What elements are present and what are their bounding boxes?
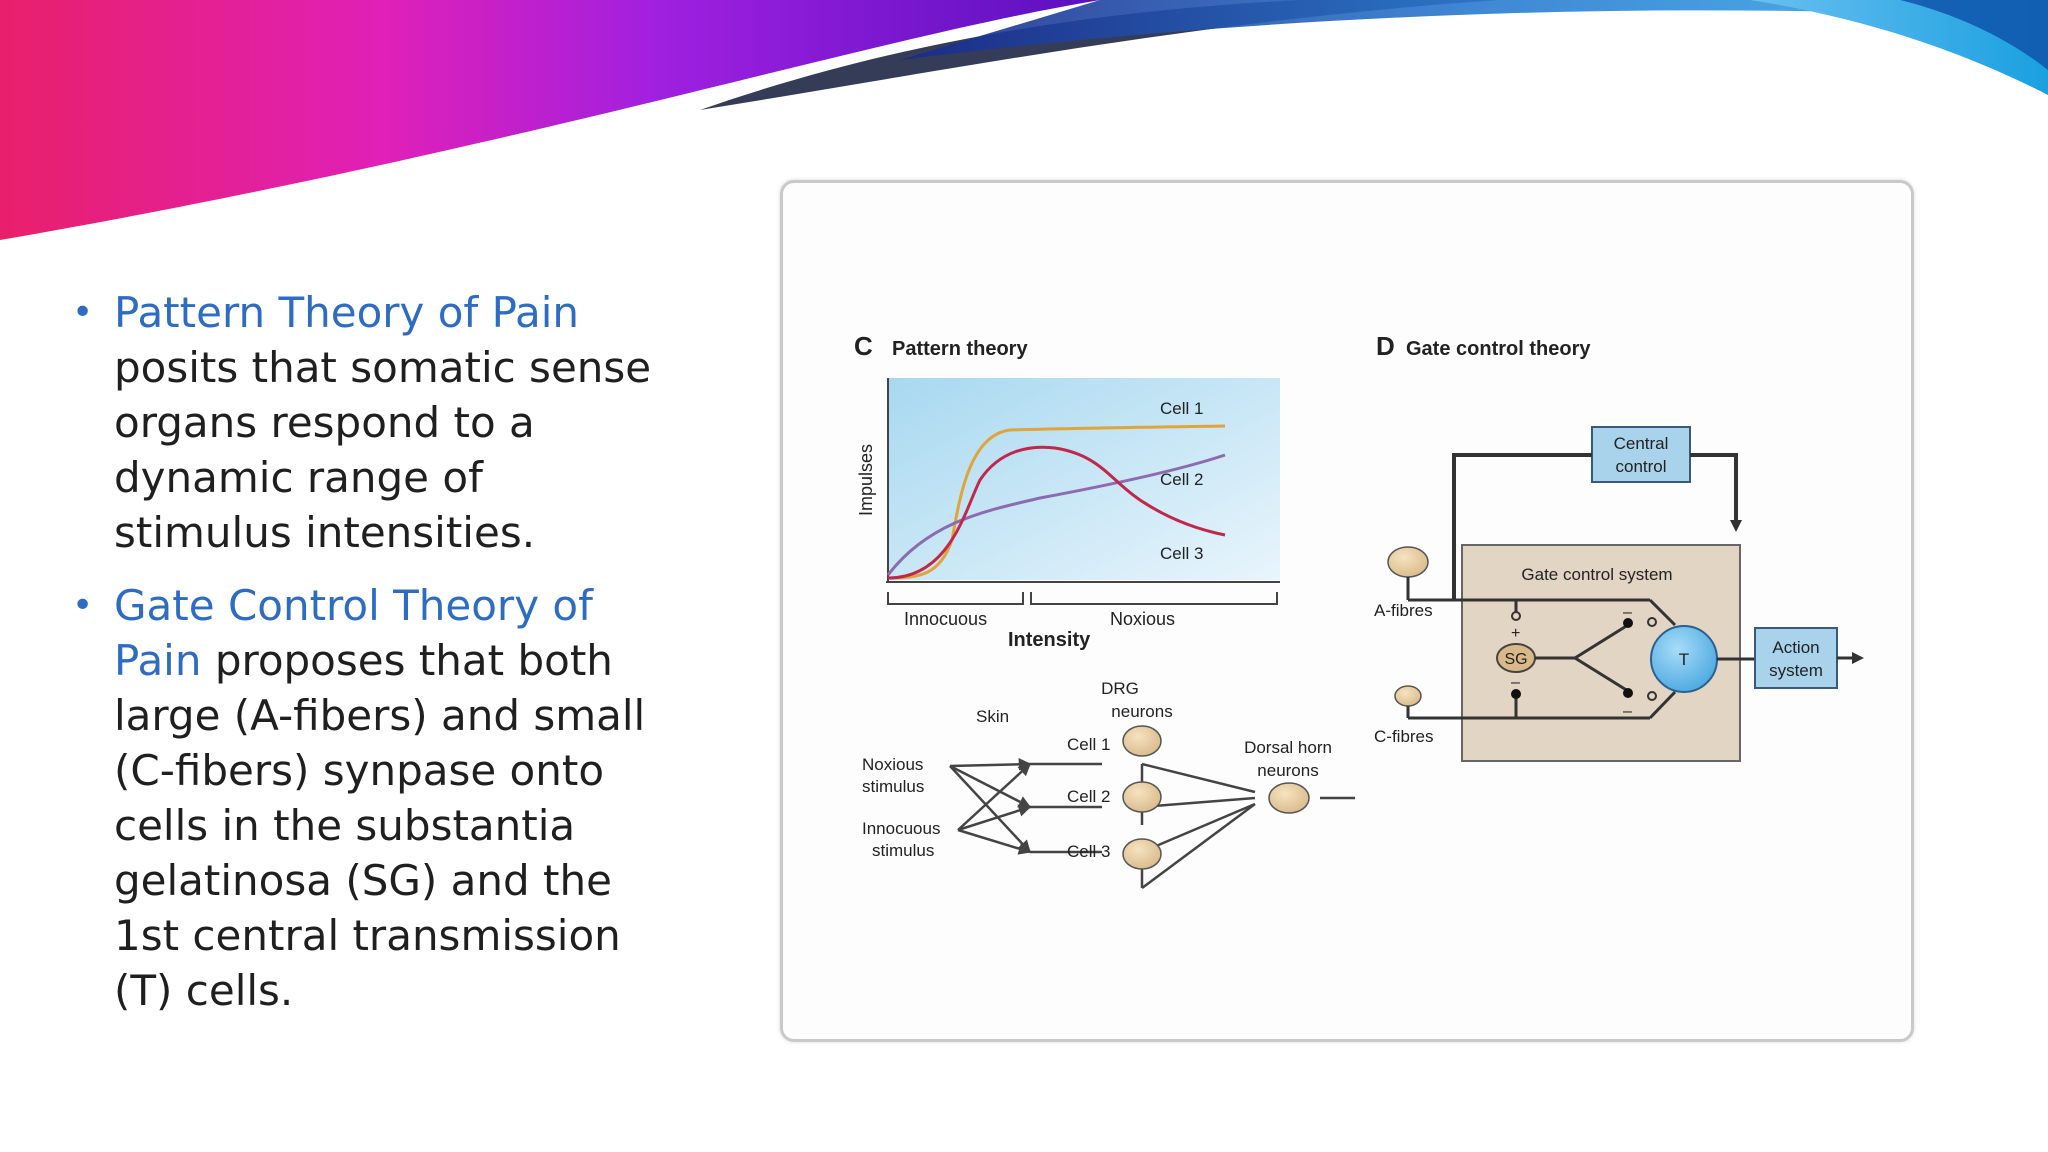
panel-c-title: Pattern theory (892, 338, 1028, 360)
bullet-list: • Pattern Theory of Pain posits that som… (72, 285, 672, 1036)
panel-c-pattern-theory: C Pattern theory Impulses Cell 1 Cell 2 … (854, 331, 1355, 890)
range-bracket-innocuous (887, 592, 1024, 605)
curve-label-cell-2: Cell 2 (1160, 470, 1203, 489)
c-fibre-neuron (1394, 685, 1422, 707)
pattern-theory-circuit: Skin DRG neurons Noxious stimulus Innocu… (862, 679, 1355, 890)
bullet-pattern-theory: • Pattern Theory of Pain posits that som… (72, 285, 672, 560)
drg-neuron-1 (1122, 725, 1162, 757)
x-axis-label: Intensity (1008, 629, 1091, 651)
noxious-stimulus-line2: stimulus (862, 777, 924, 796)
drg-neuron-2 (1122, 781, 1162, 813)
dorsal-horn-label-line2: neurons (1257, 761, 1318, 780)
central-control-line1: Central (1614, 434, 1669, 453)
dorsal-horn-label-line1: Dorsal horn (1244, 738, 1332, 757)
gate-top-minus: – (1623, 604, 1632, 621)
drg-cell-3-label: Cell 3 (1067, 842, 1110, 861)
action-system-line1: Action (1772, 638, 1819, 657)
innocuous-stimulus-line2: stimulus (872, 841, 934, 860)
bullet-term: Gate Control Theory of Pain (114, 581, 593, 685)
drg-cell-2-label: Cell 2 (1067, 787, 1110, 806)
curve-cell-1 (887, 424, 1226, 580)
panel-d-title: Gate control theory (1406, 338, 1591, 360)
noxious-stimulus-line1: Noxious (862, 755, 923, 774)
innocuous-stimulus-line1: Innocuous (862, 819, 940, 838)
a-fibres-label: A-fibres (1374, 601, 1433, 620)
sg-plus-sign: + (1511, 625, 1520, 642)
dorsal-horn-neuron (1268, 782, 1310, 814)
bullet-term: Pattern Theory of Pain (114, 288, 580, 337)
gate-bottom-minus: – (1623, 703, 1632, 720)
range-label-noxious: Noxious (1110, 609, 1175, 629)
drg-label-line2: neurons (1111, 702, 1172, 721)
action-system-line2: system (1769, 661, 1823, 680)
title-banner-graphic (0, 0, 2048, 240)
curve-cell-3 (887, 445, 1226, 580)
central-control-input-line (1452, 453, 1592, 600)
action-system-box (1754, 627, 1838, 689)
bullet-dot-icon: • (72, 585, 94, 626)
pain-theories-figure: C Pattern theory Impulses Cell 1 Cell 2 … (854, 331, 1864, 890)
gate-control-system-label: Gate control system (1521, 565, 1672, 584)
sg-label: SG (1504, 651, 1527, 668)
central-control-output-line (1690, 453, 1738, 528)
pattern-theory-plot: Impulses Cell 1 Cell 2 Cell 3 Innocuous … (856, 378, 1280, 651)
output-arrow-icon (1852, 652, 1864, 664)
y-axis-label: Impulses (856, 444, 876, 516)
skin-label: Skin (976, 707, 1009, 726)
a-fibre-neuron (1387, 546, 1429, 578)
drg-label-line1: DRG (1101, 679, 1139, 698)
panel-d-letter: D (1376, 331, 1395, 361)
t-cell-label: T (1679, 650, 1689, 669)
bullet-text: proposes that both large (A-fibers) and … (114, 636, 646, 1015)
range-bracket-noxious (1030, 592, 1278, 605)
sg-minus-sign: – (1511, 674, 1520, 691)
curve-label-cell-3: Cell 3 (1160, 544, 1203, 563)
central-control-line2: control (1615, 457, 1666, 476)
panel-c-letter: C (854, 331, 873, 361)
bullet-dot-icon: • (72, 292, 94, 333)
curve-label-cell-1: Cell 1 (1160, 399, 1203, 418)
curve-cell-2 (886, 453, 1226, 576)
drg-cell-1-label: Cell 1 (1067, 735, 1110, 754)
drg-neuron-3 (1122, 838, 1162, 870)
bullet-text: posits that somatic sense organs respond… (114, 343, 652, 557)
plot-area (888, 378, 1280, 580)
range-label-innocuous: Innocuous (904, 609, 987, 629)
c-fibres-label: C-fibres (1374, 727, 1434, 746)
bullet-gate-control-theory: • Gate Control Theory of Pain proposes t… (72, 578, 672, 1018)
panel-d-gate-control-theory: D Gate control theory Central control Ga… (1374, 331, 1864, 762)
